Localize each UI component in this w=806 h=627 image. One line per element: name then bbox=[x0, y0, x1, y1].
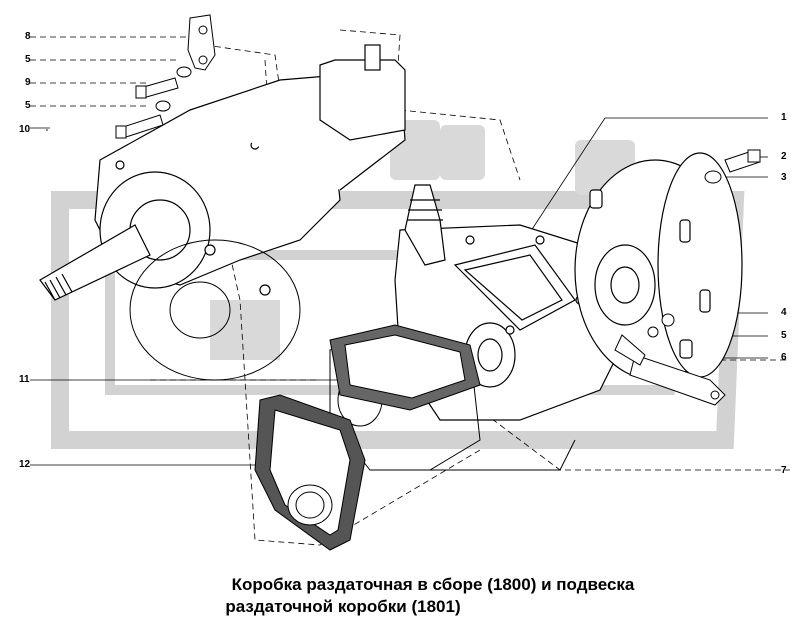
callout-3: 3 bbox=[781, 172, 787, 183]
callout-6: 6 bbox=[781, 352, 787, 363]
callout-5-right: 5 bbox=[781, 330, 787, 341]
callout-2: 2 bbox=[781, 151, 787, 162]
caption-line-1: Коробка раздаточная в сборе (1800) и под… bbox=[231, 575, 635, 594]
callout-10: 10 bbox=[19, 124, 31, 135]
gasket-part-12 bbox=[254, 394, 366, 551]
callout-12: 12 bbox=[19, 459, 31, 470]
callout-11: 11 bbox=[19, 374, 30, 385]
callout-8: 8 bbox=[25, 31, 31, 42]
callout-10-marker bbox=[46, 129, 48, 131]
callout-5-top: 5 bbox=[25, 54, 31, 65]
suspension-bracket bbox=[614, 313, 726, 406]
callout-7: 7 bbox=[781, 465, 787, 476]
gasket-part-11 bbox=[329, 324, 481, 411]
caption-line-2: раздаточной коробки (1801) bbox=[225, 597, 461, 616]
gearbox-assembly bbox=[39, 44, 406, 301]
callout-1: 1 bbox=[781, 112, 787, 123]
callout-4: 4 bbox=[781, 307, 787, 318]
watermark-gear bbox=[210, 120, 635, 360]
brake-drum-flange bbox=[574, 152, 743, 381]
hardware-parts bbox=[115, 14, 761, 184]
callout-9: 9 bbox=[25, 77, 31, 88]
callout-5-middle: 5 bbox=[25, 100, 31, 111]
adapter-plate bbox=[129, 239, 301, 381]
